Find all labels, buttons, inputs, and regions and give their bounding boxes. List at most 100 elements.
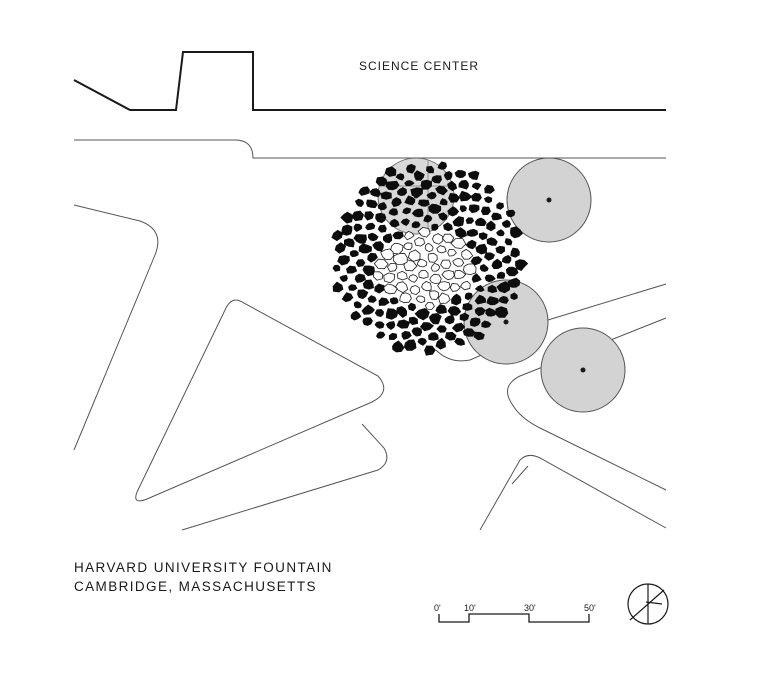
fountain-stone — [375, 176, 388, 187]
fountain-stone — [397, 187, 407, 196]
fountain-stone — [392, 231, 404, 240]
scale-tick-0: 0' — [434, 603, 441, 613]
scale-bar — [438, 613, 590, 623]
fountain-stone — [392, 340, 405, 353]
fountain-stone — [438, 292, 451, 304]
fountain-stone — [454, 269, 467, 279]
path-lower-left — [181, 423, 388, 531]
fountain-stone — [403, 242, 413, 251]
fountain-stone — [420, 179, 432, 190]
path-right-lower — [507, 317, 667, 491]
fountain-stone — [463, 263, 477, 276]
fountain-stone — [344, 238, 355, 248]
fountain-stone — [368, 232, 379, 242]
fountain-stone — [413, 170, 425, 181]
fountain-stone — [357, 289, 369, 300]
fountain-stone — [515, 259, 529, 271]
fountain-stone — [451, 322, 466, 333]
fountain-stone — [418, 199, 430, 207]
fountain-stone — [332, 281, 344, 293]
fountain-stone — [447, 180, 458, 192]
fountain-stone — [484, 184, 495, 194]
fountain-stone — [447, 206, 460, 217]
fountain-stone — [469, 317, 481, 327]
fountain-stone — [424, 242, 434, 253]
fountain-stone — [459, 312, 470, 322]
fountain-stone — [461, 248, 474, 260]
building-plaza-edge — [74, 139, 666, 159]
fountain-stone — [396, 306, 408, 318]
building-label: SCIENCE CENTER — [359, 59, 480, 73]
fountain-stone — [474, 294, 487, 305]
fountain-stone — [404, 180, 415, 187]
scale-tick-10: 10' — [464, 603, 476, 613]
fountain-stone — [421, 281, 432, 292]
fountain-stone — [428, 203, 442, 214]
fountain-stone — [401, 330, 412, 340]
fountain-stone — [340, 211, 353, 224]
fountain-stone — [374, 283, 385, 294]
fountain-stone — [367, 295, 377, 303]
fountain-stone — [449, 283, 461, 292]
fountain-stone — [346, 265, 358, 274]
fountain-stone — [462, 328, 476, 337]
fountain-stone — [429, 290, 440, 300]
fountain-stone — [442, 233, 455, 243]
fountain-stone — [495, 245, 506, 255]
fountain-stone — [374, 309, 384, 317]
path-bottom-right — [479, 454, 667, 531]
fountain-stone — [498, 296, 509, 304]
fountain-stone — [373, 258, 389, 270]
fountain-stone — [478, 232, 488, 241]
fountain-stone — [495, 306, 509, 318]
fountain-stone — [428, 313, 442, 325]
fountain-stone — [358, 243, 372, 254]
fountain-stone — [362, 265, 375, 277]
tree-4 — [540, 327, 626, 413]
fountain-stone — [426, 191, 437, 200]
fountain-stone — [465, 217, 475, 224]
fountain-stone — [447, 249, 457, 257]
fountain-stone — [334, 242, 347, 254]
fountain-stone — [416, 258, 428, 268]
fountain-stone — [506, 209, 516, 218]
fountain-stone — [397, 270, 408, 281]
fountain-stone — [372, 271, 384, 281]
fountain-stone — [496, 271, 506, 279]
fountain-stone — [349, 250, 359, 258]
fountain-stone — [417, 226, 431, 238]
fountain-stone — [408, 274, 419, 283]
fountain-stone — [470, 256, 483, 266]
fountain-stone — [369, 188, 381, 198]
fountain-stone — [396, 319, 411, 329]
fountain-stone — [451, 293, 462, 306]
fountain-stone — [414, 237, 425, 247]
fountain-stone — [510, 226, 523, 239]
scale-tick-50: 50' — [584, 603, 596, 613]
fountain-stone — [332, 264, 341, 272]
fountain-stone — [435, 337, 446, 350]
fountain-stone — [362, 279, 374, 290]
fountain-stone — [431, 223, 439, 231]
fountain-stone — [507, 277, 521, 288]
fountain-stone — [429, 273, 442, 284]
fountain-stone — [450, 238, 467, 249]
fountain-stone — [470, 192, 482, 202]
fountain-stone — [496, 202, 504, 210]
fountain-stone — [474, 307, 486, 317]
fountain-stone — [454, 170, 466, 179]
fountain-stone — [501, 255, 512, 264]
fountain-stone — [395, 173, 405, 181]
fountain-stone — [426, 165, 435, 174]
fountain-stone — [504, 238, 513, 246]
fountain-stone — [459, 205, 467, 213]
fountain-stone — [377, 224, 387, 233]
fountain-stone — [435, 304, 447, 314]
fountain-stone — [436, 245, 447, 254]
fountain-stone — [367, 252, 378, 263]
project-title: HARVARD UNIVERSITY FOUNTAIN — [74, 560, 333, 575]
fountain-stone — [458, 179, 469, 190]
path-left — [73, 204, 159, 451]
fountain-stone — [385, 308, 399, 320]
